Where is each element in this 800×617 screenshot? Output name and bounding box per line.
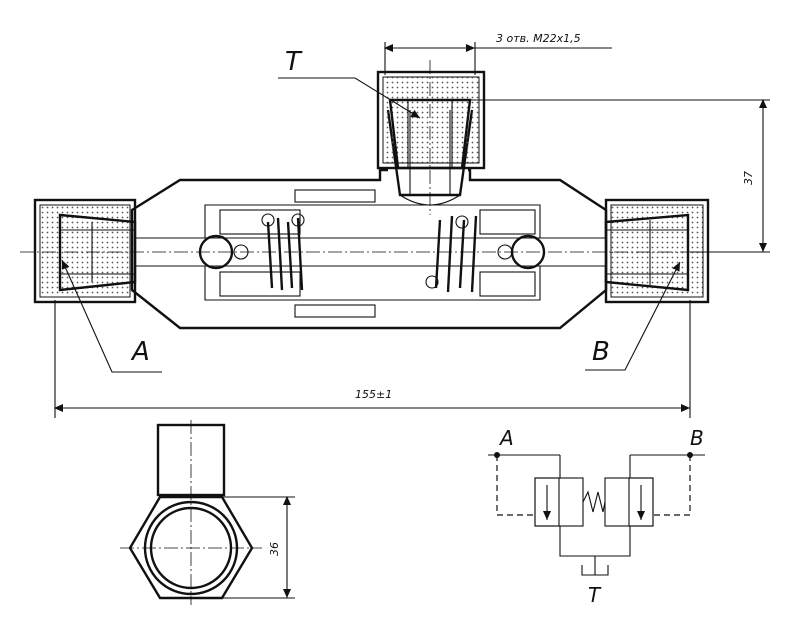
thread-note: 3 отв. M22x1,5: [496, 32, 581, 45]
hydraulic-schematic: A B T: [488, 426, 705, 607]
hex-end-view: 36: [120, 420, 295, 605]
port-b-label: B: [592, 337, 610, 367]
schematic-port-b: B: [690, 426, 704, 450]
dim-length: 155±1: [355, 388, 392, 401]
spring-left: [261, 213, 305, 291]
port-a-label: A: [130, 337, 150, 367]
valve-body: [130, 168, 608, 330]
spring-right: [425, 215, 478, 293]
schematic-port-t: T: [588, 583, 602, 607]
port-t-label: T: [285, 47, 303, 77]
valve-section-view: T A B 3 отв. M22x1,5 37 155±1: [20, 32, 770, 418]
dim-height: 37: [742, 171, 755, 185]
dim-hex: 36: [268, 542, 281, 556]
schematic-port-a: A: [498, 426, 514, 450]
